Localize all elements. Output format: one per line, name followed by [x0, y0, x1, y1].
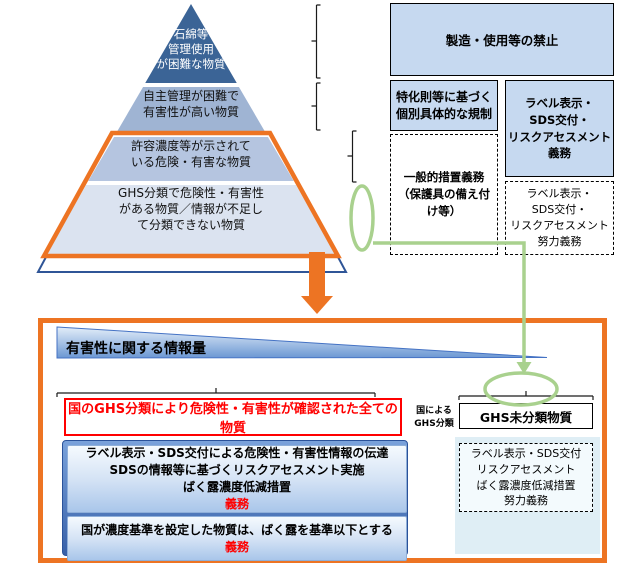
wedge-label: 有害性に関する情報量 [66, 341, 206, 357]
duty-box-bottom: 国が濃度基準を設定した物質は、ばく露を基準以下とする 義務 [67, 516, 407, 561]
duty-container: ラベル表示・SDS交付による危険性・有害性情報の伝達 SDSの情報等に基づくリス… [62, 440, 408, 561]
label-sds-duty-box: ラベル表示・ SDS交付・ リスクアセスメント 義務 [505, 80, 614, 177]
label-sds-effort-box: ラベル表示・ SDS交付・ リスクアセスメント 努力義務 [505, 181, 614, 255]
duty-box-top: ラベル表示・SDS交付による危険性・有害性情報の伝達 SDSの情報等に基づくリス… [67, 445, 407, 513]
green-ellipse-top [349, 184, 375, 252]
pyramid-tier-2-label: 自主管理が困難で 有害性が高い物質 [142, 89, 239, 119]
pyramid-tier-3-label: 許容濃度等が示されて いる危険・有害な物質 [130, 139, 251, 169]
duty-box-bottom-text: 国が濃度基準を設定した物質は、ばく露を基準以下とする [81, 522, 393, 537]
specific-regulation-box: 特化則等に基づく 個別具体的な規制 [390, 80, 498, 131]
pyramid-base [36, 256, 348, 273]
duty-box-top-emphasis: 義務 [224, 496, 249, 511]
ban-box: 製造・使用等の禁止 [390, 3, 614, 76]
duty-box-top-text: ラベル表示・SDS交付による危険性・有害性情報の伝達 SDSの情報等に基づくリス… [85, 446, 389, 494]
duty-box-bottom-emphasis: 義務 [224, 539, 249, 554]
ghs-unclassified-box: GHS未分類物質 [459, 403, 593, 429]
ghs-by-state-label: 国による GHS分類 [414, 406, 454, 429]
down-arrow-icon [301, 252, 333, 314]
pyramid-tier-1-label: 石綿等 管理使用 が困難な物質 [156, 27, 226, 72]
red-allghs-box: 国のGHS分類により危険性・有害性が確認された全ての物質 [64, 398, 402, 436]
effort-box: ラベル表示・SDS交付 リスクアセスメント ばく露濃度低減措置 努力義務 [459, 443, 593, 512]
pyramid-tier-4-label: GHS分類で危険性・有害性 がある物質／情報が不足し て分類できない物質 [118, 186, 264, 232]
general-measures-box: 一般的措置義務 （保護具の備え付 け等） [390, 134, 498, 255]
